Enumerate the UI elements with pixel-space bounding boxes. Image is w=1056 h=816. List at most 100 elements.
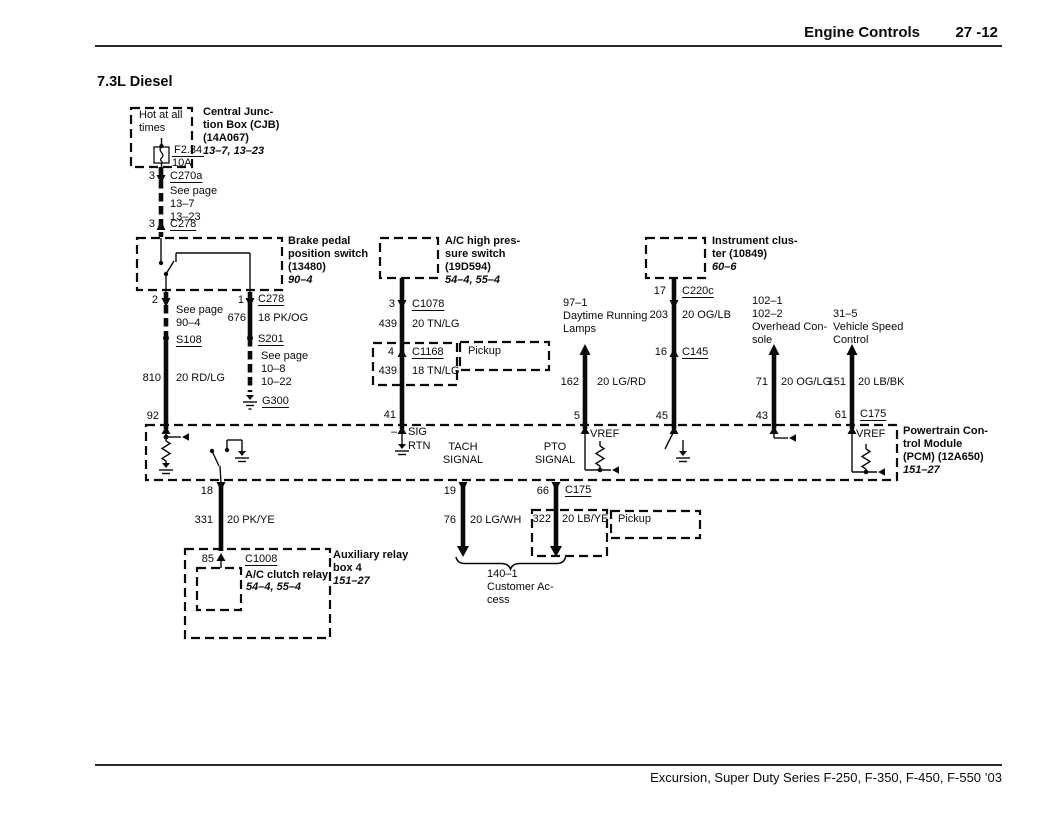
see-page-note: See page 13–7 13–23 bbox=[170, 185, 218, 223]
ground-sig-rtn bbox=[395, 444, 409, 456]
pin-number: 3 bbox=[148, 170, 155, 182]
connector-c145: C145 bbox=[682, 346, 709, 358]
console-destination: 102–1 102–2 Overhead Con- sole bbox=[752, 295, 828, 346]
ac-switch-name: A/C high pres- sure switch (19D594) bbox=[445, 235, 521, 273]
ac-switch-page-ref: 54–4, 55–4 bbox=[445, 274, 501, 286]
pcm-pin-number: 18 bbox=[200, 485, 213, 497]
footer-models: Excursion, Super Duty Series F-250, F-35… bbox=[650, 770, 1002, 785]
see-page-note: See page 10–8 10–22 bbox=[261, 350, 309, 388]
pickup-label-box-2 bbox=[609, 509, 702, 540]
tach-signal-label: TACH SIGNAL bbox=[442, 441, 484, 466]
pickup-label: Pickup bbox=[468, 345, 502, 357]
aux-relay-box-name: Auxiliary relay box 4 bbox=[333, 549, 409, 574]
pcm-pin-number: 66 bbox=[536, 485, 549, 497]
ground-pcm-18 bbox=[235, 451, 249, 463]
drl-destination: 97–1 Daytime Running Lamps bbox=[563, 297, 648, 335]
rtn-label: RTN bbox=[408, 440, 431, 452]
connector-c1168: C1168 bbox=[412, 346, 444, 358]
pickup-label: Pickup bbox=[618, 513, 652, 525]
pin-number: 16 bbox=[654, 346, 667, 358]
fuse-icon bbox=[153, 138, 170, 167]
pcm-pin-number: 45 bbox=[655, 410, 668, 422]
sig-label: SIG bbox=[408, 426, 427, 438]
pcm-pin-number: 92 bbox=[146, 410, 159, 422]
ac-clutch-relay-box bbox=[195, 566, 243, 612]
cluster-name: Instrument clus- ter (10849) bbox=[712, 235, 798, 260]
customer-access-brace bbox=[455, 556, 567, 572]
pickup-connector-box-2 bbox=[530, 508, 609, 558]
pcm-pin-number: 5 bbox=[573, 410, 580, 422]
pcm-pin-number: 61 bbox=[834, 409, 847, 421]
splice-s108: S108 bbox=[176, 334, 202, 346]
cluster-page-ref: 60–6 bbox=[712, 261, 737, 273]
see-page-note: See page 90–4 bbox=[176, 304, 224, 329]
clutch-relay-name: A/C clutch relay bbox=[245, 569, 329, 581]
vref-label: VREF bbox=[856, 428, 886, 440]
wire-gauge-color: 18 PK/OG bbox=[258, 312, 309, 324]
wire-gauge-color: 20 TN/LG bbox=[412, 318, 460, 330]
connector-c1008: C1008 bbox=[245, 553, 278, 565]
ground-pcm-45 bbox=[676, 451, 690, 463]
pin-number: 3 bbox=[148, 218, 155, 230]
wire-gauge-color: 20 RD/LG bbox=[176, 372, 225, 384]
splice-dots bbox=[163, 335, 253, 341]
circuit-number: 71 bbox=[755, 376, 768, 388]
header-rule bbox=[95, 45, 1002, 47]
circuit-number: 76 bbox=[443, 514, 456, 526]
pin-number: 85 bbox=[201, 553, 214, 565]
arrowheads bbox=[156, 175, 858, 561]
ground-g300 bbox=[243, 395, 257, 410]
ac-pressure-switch-box bbox=[378, 236, 440, 280]
ground-symbols bbox=[159, 395, 690, 475]
cjb-box bbox=[129, 106, 194, 169]
wire-gauge-color: 18 TN/LG bbox=[412, 365, 460, 377]
sig-minus: – bbox=[391, 426, 398, 438]
pcm-pin-number: 43 bbox=[755, 410, 768, 422]
circuit-number: 810 bbox=[142, 372, 161, 384]
footer-rule bbox=[95, 764, 1002, 766]
wire-gauge-color: 20 PK/YE bbox=[227, 514, 275, 526]
clutch-relay-page-ref: 54–4, 55–4 bbox=[246, 581, 302, 593]
wire-gauge-color: 20 LB/BK bbox=[858, 376, 905, 388]
component-boxes bbox=[129, 106, 899, 640]
splice-s201: S201 bbox=[258, 333, 284, 345]
connector-c1078: C1078 bbox=[412, 298, 445, 310]
connector-c220c: C220c bbox=[682, 285, 714, 297]
connector-c270a: C270a bbox=[170, 170, 203, 182]
connector-c175: C175 bbox=[565, 484, 592, 496]
instrument-cluster-box bbox=[644, 236, 707, 280]
brake-switch-name: Brake pedal position switch (13480) bbox=[288, 235, 369, 273]
pcm-internals bbox=[160, 428, 885, 484]
diagram-title: 7.3L Diesel bbox=[97, 74, 173, 90]
brake-switch-box bbox=[135, 236, 284, 292]
header-section-title: Engine Controls bbox=[804, 24, 920, 41]
pcm-name: Powertrain Con- trol Module (PCM) (12A65… bbox=[903, 425, 988, 463]
cjb-page-ref: 13–7, 13–23 bbox=[203, 145, 265, 157]
pcm-box bbox=[144, 423, 899, 482]
pin-number: 17 bbox=[653, 285, 666, 297]
circuit-number: 203 bbox=[649, 309, 668, 321]
pcm-pin-number: 19 bbox=[443, 485, 456, 497]
circuit-number: 331 bbox=[194, 514, 213, 526]
pickup-connector-box-1 bbox=[371, 341, 459, 387]
brake-switch-contacts bbox=[158, 238, 251, 292]
circuit-number: 162 bbox=[560, 376, 579, 388]
pin-number: 4 bbox=[387, 346, 394, 358]
ground-g300-label: G300 bbox=[262, 395, 289, 407]
ground-pcm-92 bbox=[159, 463, 173, 475]
pin-number: 2 bbox=[151, 294, 158, 306]
aux-relay-box-page-ref: 151–27 bbox=[333, 575, 370, 587]
pcm-page-ref: 151–27 bbox=[903, 464, 940, 476]
wire-gauge-color: 20 OG/LG bbox=[781, 376, 832, 388]
aux-relay-box bbox=[183, 547, 332, 640]
pickup-label-box-1 bbox=[458, 340, 551, 372]
pcm-pin-number: 41 bbox=[383, 409, 396, 421]
circuit-number: 439 bbox=[378, 318, 397, 330]
wire-gauge-color: 20 LB/YE bbox=[562, 513, 609, 525]
circuit-number: 676 bbox=[227, 312, 246, 324]
pto-signal-label: PTO SIGNAL bbox=[534, 441, 576, 466]
brake-switch-page-ref: 90–4 bbox=[288, 274, 313, 286]
